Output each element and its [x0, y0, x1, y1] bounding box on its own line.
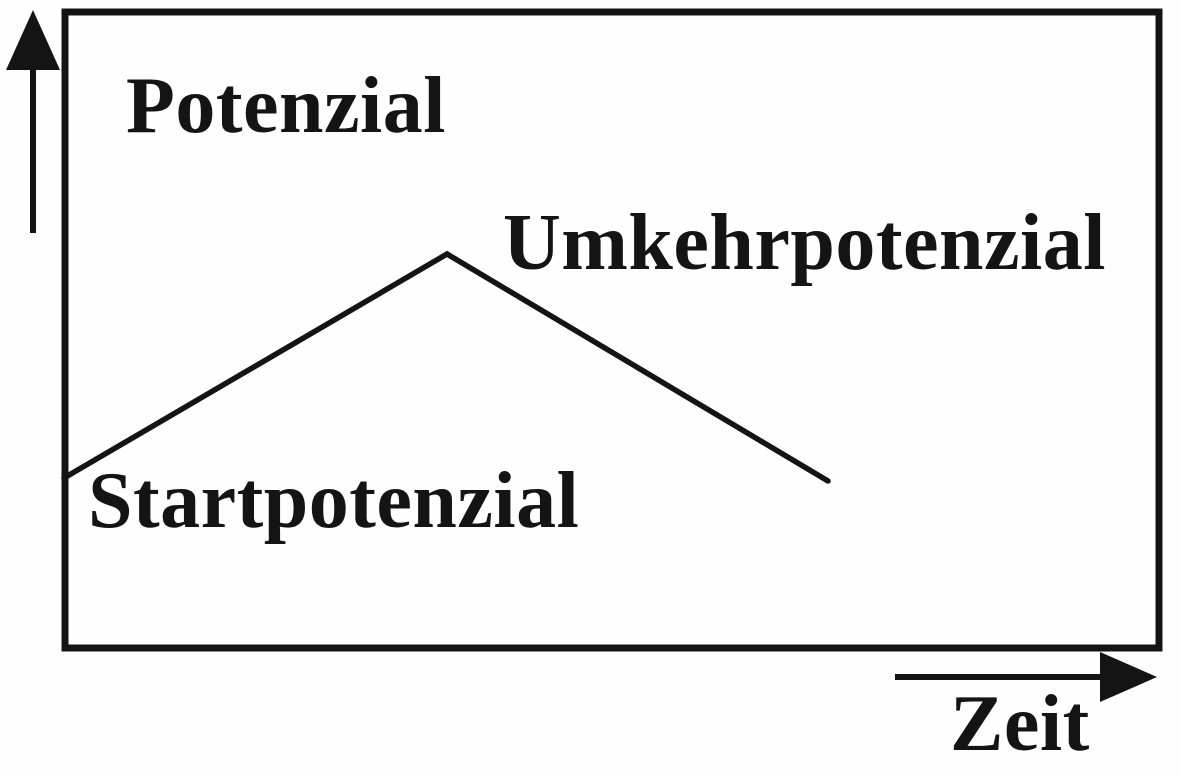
potential-waveform: [61, 250, 831, 484]
start-potential-label: Startpotenzial: [88, 457, 580, 545]
x-axis-arrow-icon: [895, 652, 1157, 702]
y-axis-label: Potenzial: [126, 62, 446, 150]
y-axis-arrow-icon: [6, 10, 60, 233]
x-axis-label: Zeit: [950, 680, 1090, 768]
reversal-potential-label: Umkehrpotenzial: [503, 199, 1107, 287]
plot-frame: [61, 8, 1163, 652]
